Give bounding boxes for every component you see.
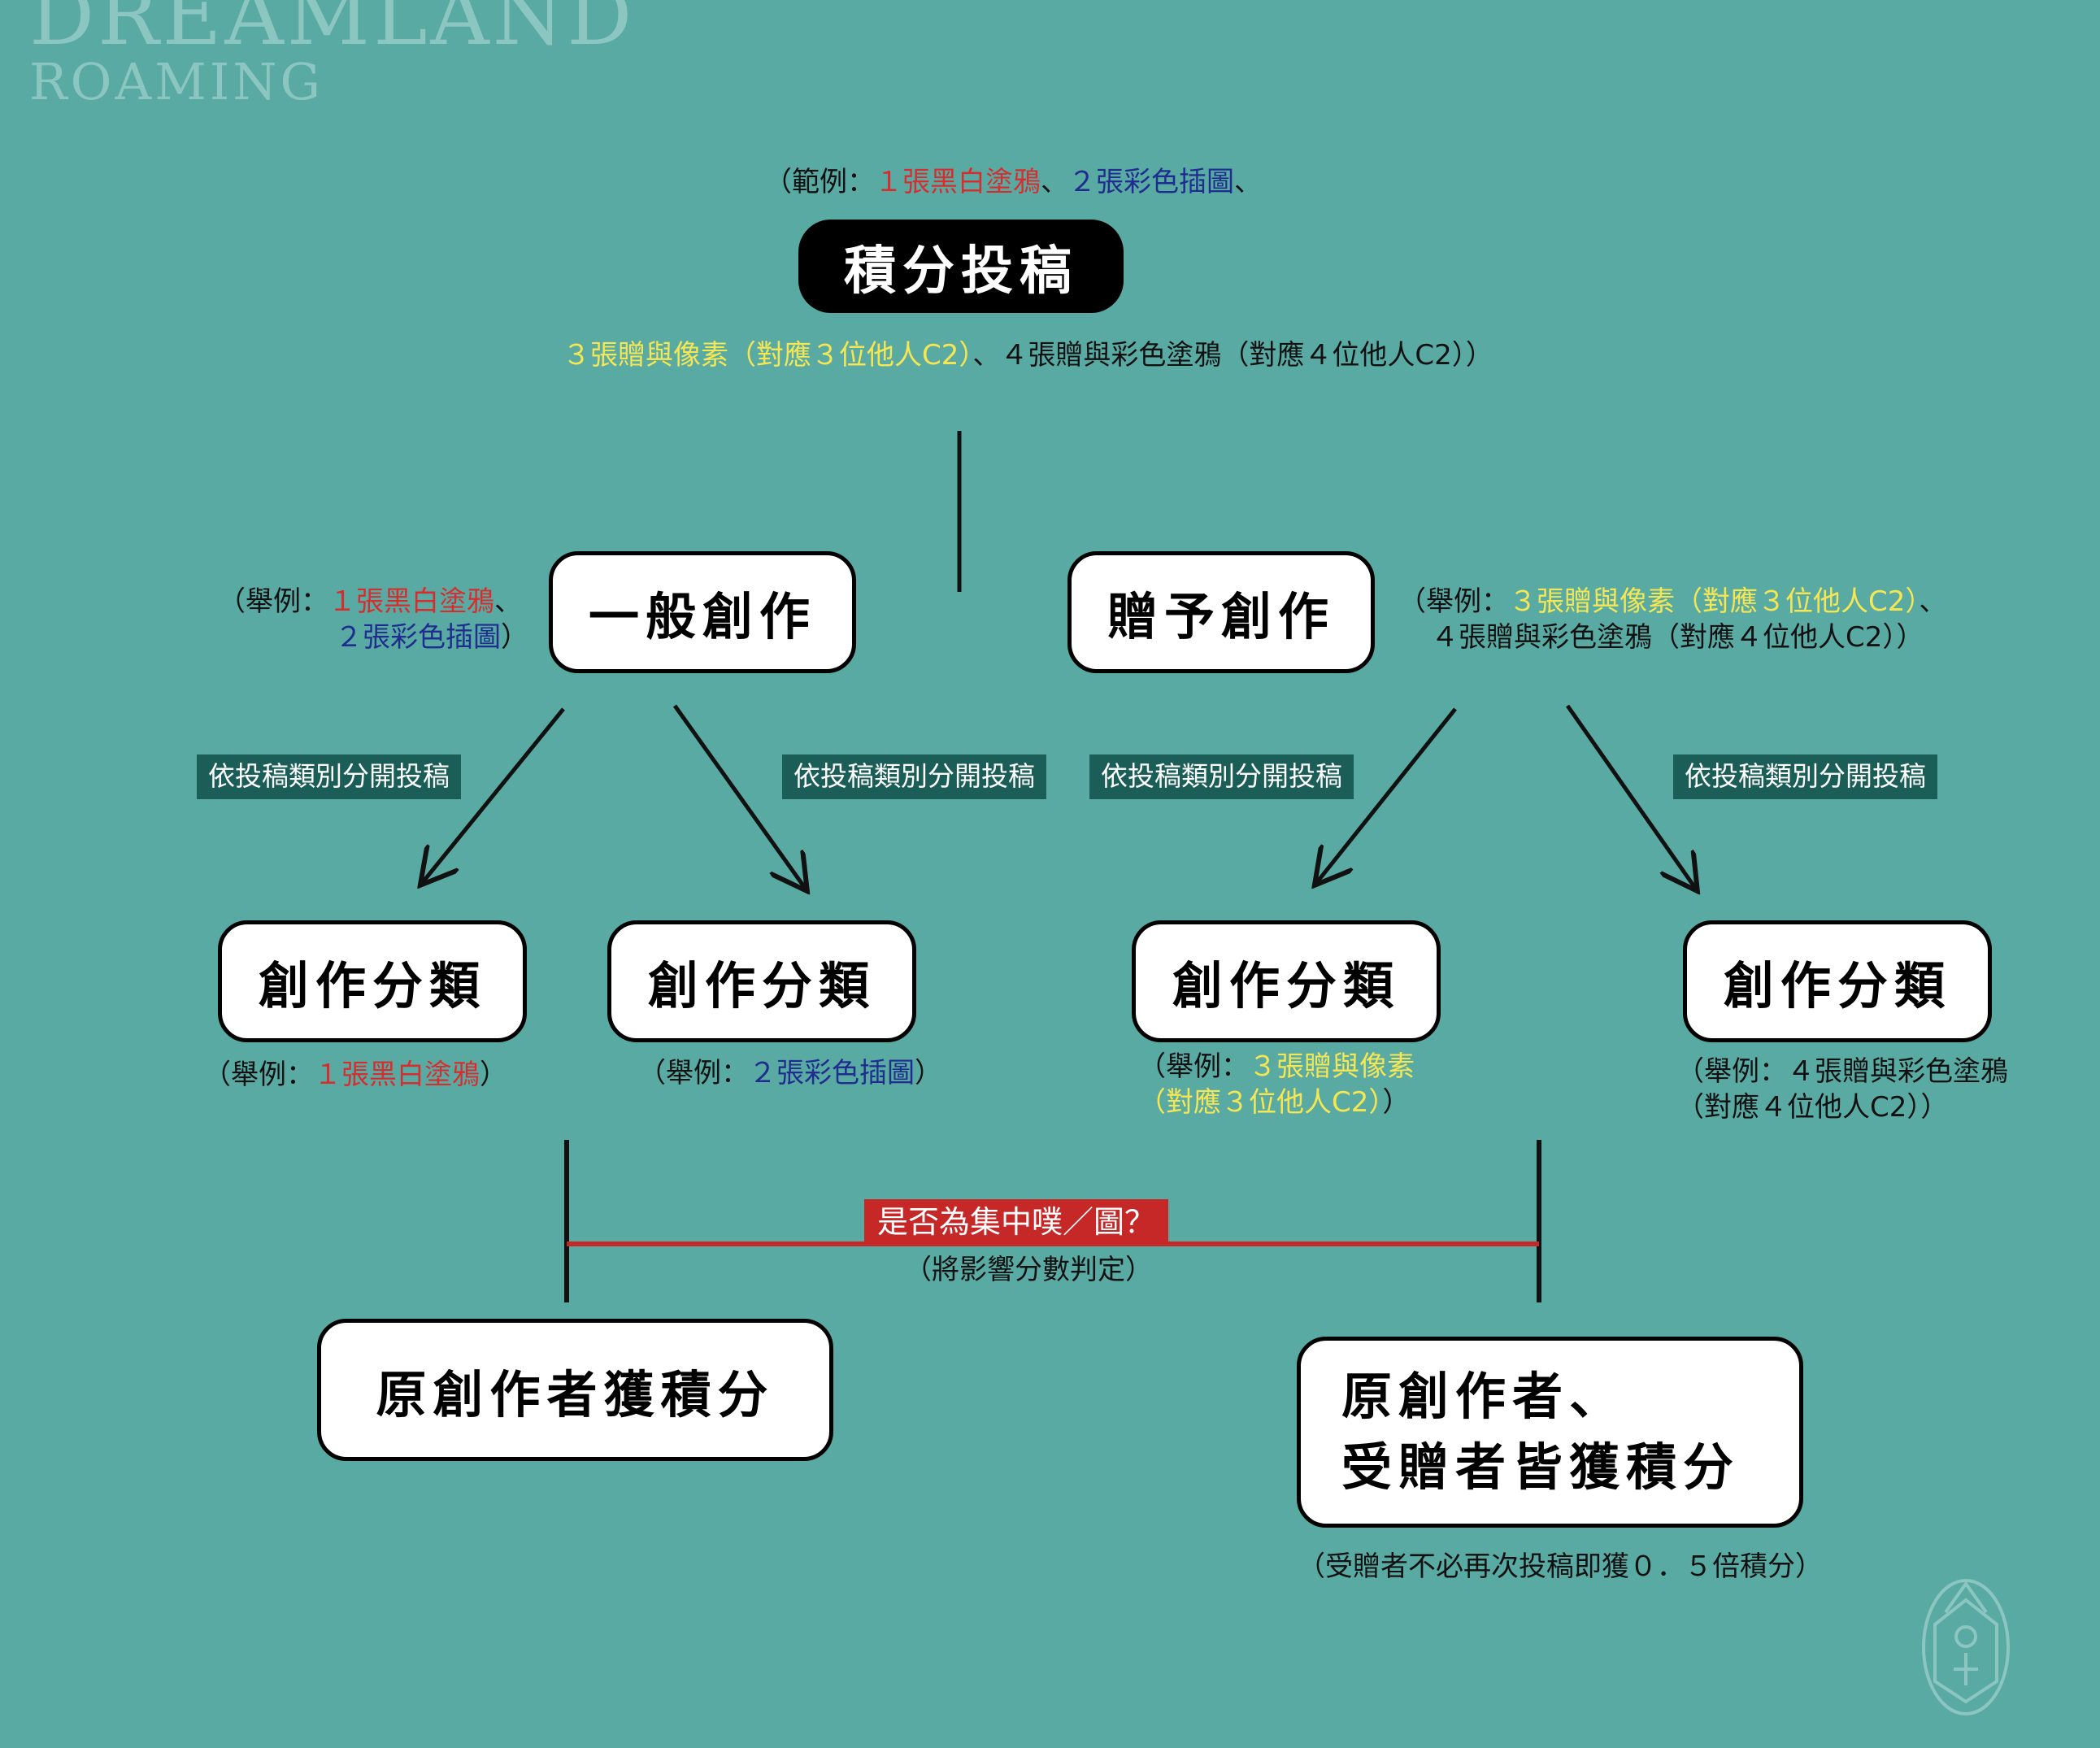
gift-example-sep: 、 — [1919, 585, 1947, 618]
general-example-sep: 、 — [494, 585, 522, 618]
result-right-line2: 受贈者皆獲積分 — [1341, 1437, 1741, 1497]
top-example-2: ３張贈與像素（對應３位他人C2）、４張贈與彩色塗鴉（對應４位他人C2）） — [563, 337, 1493, 373]
category-example-3-close: ） — [1382, 1086, 1411, 1120]
category-box-4: 創作分類 — [1683, 920, 1992, 1042]
question-note: （將影響分數判定） — [904, 1254, 1153, 1286]
gift-example-prefix: （舉例： — [1398, 585, 1509, 618]
general-example-red: １張黑白塗鴉 — [328, 585, 494, 618]
general-example: （舉例：１張黑白塗鴉、 ２張彩色插圖） — [218, 584, 528, 655]
result-right-line1: 原創作者、 — [1341, 1366, 1627, 1426]
category-example-4-prefix: （舉例： — [1676, 1055, 1787, 1088]
category-example-2-prefix: （舉例： — [638, 1057, 749, 1089]
emblem-icon — [1922, 1579, 2010, 1715]
general-creation-title: 一般創作 — [588, 587, 816, 646]
gift-example: （舉例：３張贈與像素（對應３位他人C2）、 ４張贈與彩色塗鴉（對應４位他人C2）… — [1398, 584, 1946, 655]
general-creation-box: 一般創作 — [549, 551, 856, 673]
arrow-gift-left — [1317, 707, 1457, 882]
category-title-2: 創作分類 — [647, 956, 876, 1015]
category-example-1-prefix: （舉例： — [203, 1059, 314, 1091]
category-box-3: 創作分類 — [1132, 920, 1441, 1042]
title-text: 積分投稿 — [844, 241, 1078, 302]
gift-creation-box: 贈予創作 — [1067, 551, 1375, 673]
top-example-sep2: 、 — [1234, 166, 1262, 198]
category-example-4: （舉例：４張贈與彩色塗鴉 （對應４位他人C2）） — [1676, 1054, 2008, 1125]
general-example-close: ） — [501, 621, 528, 654]
category-example-4-line2: （對應４位他人C2） — [1676, 1091, 1921, 1124]
result-right-box: 原創作者、 受贈者皆獲積分 — [1297, 1337, 1803, 1528]
category-title-1: 創作分類 — [258, 956, 486, 1015]
arrow-general-right — [672, 704, 805, 888]
category-title-3: 創作分類 — [1172, 956, 1400, 1015]
category-example-3-highlight: ３張贈與像素 — [1249, 1050, 1415, 1083]
result-right-note: （受贈者不必再次投稿即獲０．５倍積分） — [1298, 1550, 1823, 1583]
top-example-1: （範例：１張黑白塗鴉、２張彩色插圖、 — [764, 164, 1262, 200]
category-example-3-line2: （對應３位他人C2） — [1138, 1086, 1383, 1120]
category-example-1-close: ） — [480, 1059, 507, 1091]
top-example-prefix: （範例： — [764, 166, 875, 198]
split-label-2: 依投稿類別分開投稿 — [782, 754, 1046, 799]
top-example-red: １張黑白塗鴉 — [875, 166, 1041, 198]
split-label-4: 依投稿類別分開投稿 — [1673, 754, 1937, 799]
gift-example-yellow: ３張贈與像素（對應３位他人C2） — [1509, 585, 1920, 618]
result-left-title: 原創作者獲積分 — [376, 1364, 775, 1424]
general-example-blue: ２張彩色插圖 — [335, 621, 501, 654]
logo-line-1: DREAMLAND — [29, 0, 636, 63]
top-example-blue: ２張彩色插圖 — [1068, 166, 1234, 198]
logo-line-2: ROAMING — [29, 52, 324, 111]
arrow-general-left — [423, 707, 565, 882]
top-example2-yellow: ３張贈與像素（對應３位他人C2） — [563, 339, 973, 372]
split-label-3: 依投稿類別分開投稿 — [1089, 754, 1354, 799]
top-example2-sep: 、 — [972, 339, 1001, 372]
category-title-4: 創作分類 — [1723, 956, 1951, 1015]
dreamland-roaming-logo: DREAMLAND ROAMING — [29, 0, 635, 107]
arrow-gift-right — [1565, 704, 1695, 888]
question-label: 是否為集中噗／圖？ — [864, 1199, 1169, 1246]
category-box-2: 創作分類 — [607, 920, 916, 1042]
category-example-2-close: ） — [915, 1057, 942, 1089]
category-box-1: 創作分類 — [218, 920, 527, 1042]
result-left-box: 原創作者獲積分 — [317, 1319, 833, 1461]
title-box: 積分投稿 — [798, 220, 1124, 313]
category-example-4-close: ） — [1920, 1091, 1949, 1124]
category-example-1: （舉例：１張黑白塗鴉） — [203, 1057, 507, 1093]
category-example-2-highlight: ２張彩色插圖 — [749, 1057, 915, 1089]
gift-creation-title: 贈予創作 — [1107, 587, 1335, 646]
gift-example-line2: ４張贈與彩色塗鴉（對應４位他人C2）） — [1431, 621, 1924, 654]
category-example-2: （舉例：２張彩色插圖） — [638, 1055, 942, 1091]
top-example2-rest: ４張贈與彩色塗鴉（對應４位他人C2）） — [1000, 339, 1493, 372]
top-example-sep1: 、 — [1041, 166, 1068, 198]
category-example-3-prefix: （舉例： — [1138, 1050, 1249, 1083]
category-example-4-highlight: ４張贈與彩色塗鴉 — [1787, 1055, 2008, 1088]
general-example-prefix: （舉例： — [218, 585, 328, 618]
category-example-3: （舉例：３張贈與像素 （對應３位他人C2）） — [1138, 1049, 1415, 1120]
split-label-1: 依投稿類別分開投稿 — [197, 754, 461, 799]
category-example-1-highlight: １張黑白塗鴉 — [314, 1059, 480, 1091]
